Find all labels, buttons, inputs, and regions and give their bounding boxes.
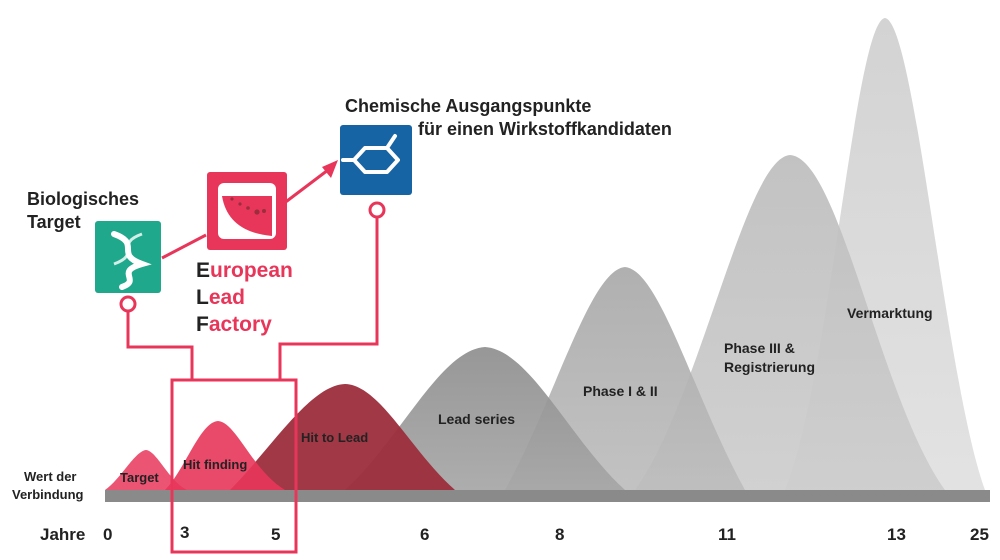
y-axis-label-line2: Verbindung	[12, 487, 84, 502]
tick-label: 6	[420, 525, 429, 544]
phase-label-hit-finding: Hit finding	[183, 457, 247, 472]
chemical-starting-points-line2: für einen Wirkstoffkandidaten	[418, 119, 672, 139]
phase-label-lead-series: Lead series	[438, 411, 515, 427]
phase-label-phase-1-2: Phase I & II	[583, 383, 658, 399]
timeline-bar	[105, 490, 990, 502]
connector-chemical	[278, 217, 379, 380]
connector-target	[126, 312, 194, 380]
phase-label-vermarktung: Vermarktung	[847, 305, 933, 321]
tick-label: 13	[887, 525, 906, 544]
peak-hit-finding	[165, 421, 285, 490]
tick-label: 11	[718, 525, 736, 544]
elf-name-line1: European	[196, 259, 293, 282]
arrowhead-icon	[322, 160, 338, 178]
peak-hit-to-lead	[230, 384, 455, 490]
peak-target	[105, 450, 187, 490]
tick-label: 0	[103, 525, 112, 544]
phase-label-hit-to-lead: Hit to Lead	[301, 430, 368, 445]
tick-label: 3	[180, 523, 189, 542]
tick-label: 5	[271, 525, 280, 544]
tick-label: 25	[970, 525, 989, 544]
hexagon-molecule-icon	[340, 125, 412, 195]
x-axis-label: Jahre	[40, 525, 85, 544]
elf-name-line3: Factory	[196, 313, 272, 336]
phase-label-target: Target	[120, 470, 159, 485]
arrow-target-to-elf	[161, 233, 207, 260]
biological-target-line2: Target	[27, 212, 81, 232]
y-axis-label-line1: Wert der	[24, 469, 77, 484]
arrow-elf-to-chemical	[282, 168, 329, 206]
elf-name-line2: Lead	[196, 286, 245, 309]
tick-label: 8	[555, 525, 564, 544]
connector-node-chemical	[368, 201, 386, 219]
connector-node-target	[119, 295, 137, 313]
satellite-dish-icon	[207, 172, 287, 250]
biological-target-line1: Biologisches	[27, 189, 139, 209]
phase-label-phase-3-line1: Phase III &	[724, 340, 795, 356]
phase-label-phase-3-line2: Registrierung	[724, 359, 815, 375]
hit-finding-highlight-box	[170, 378, 298, 554]
peak-phase-3	[635, 155, 945, 490]
dna-helix-icon	[95, 221, 161, 293]
chemical-starting-points-line1: Chemische Ausgangspunkte	[345, 96, 591, 116]
highlight-connectors	[119, 168, 386, 554]
